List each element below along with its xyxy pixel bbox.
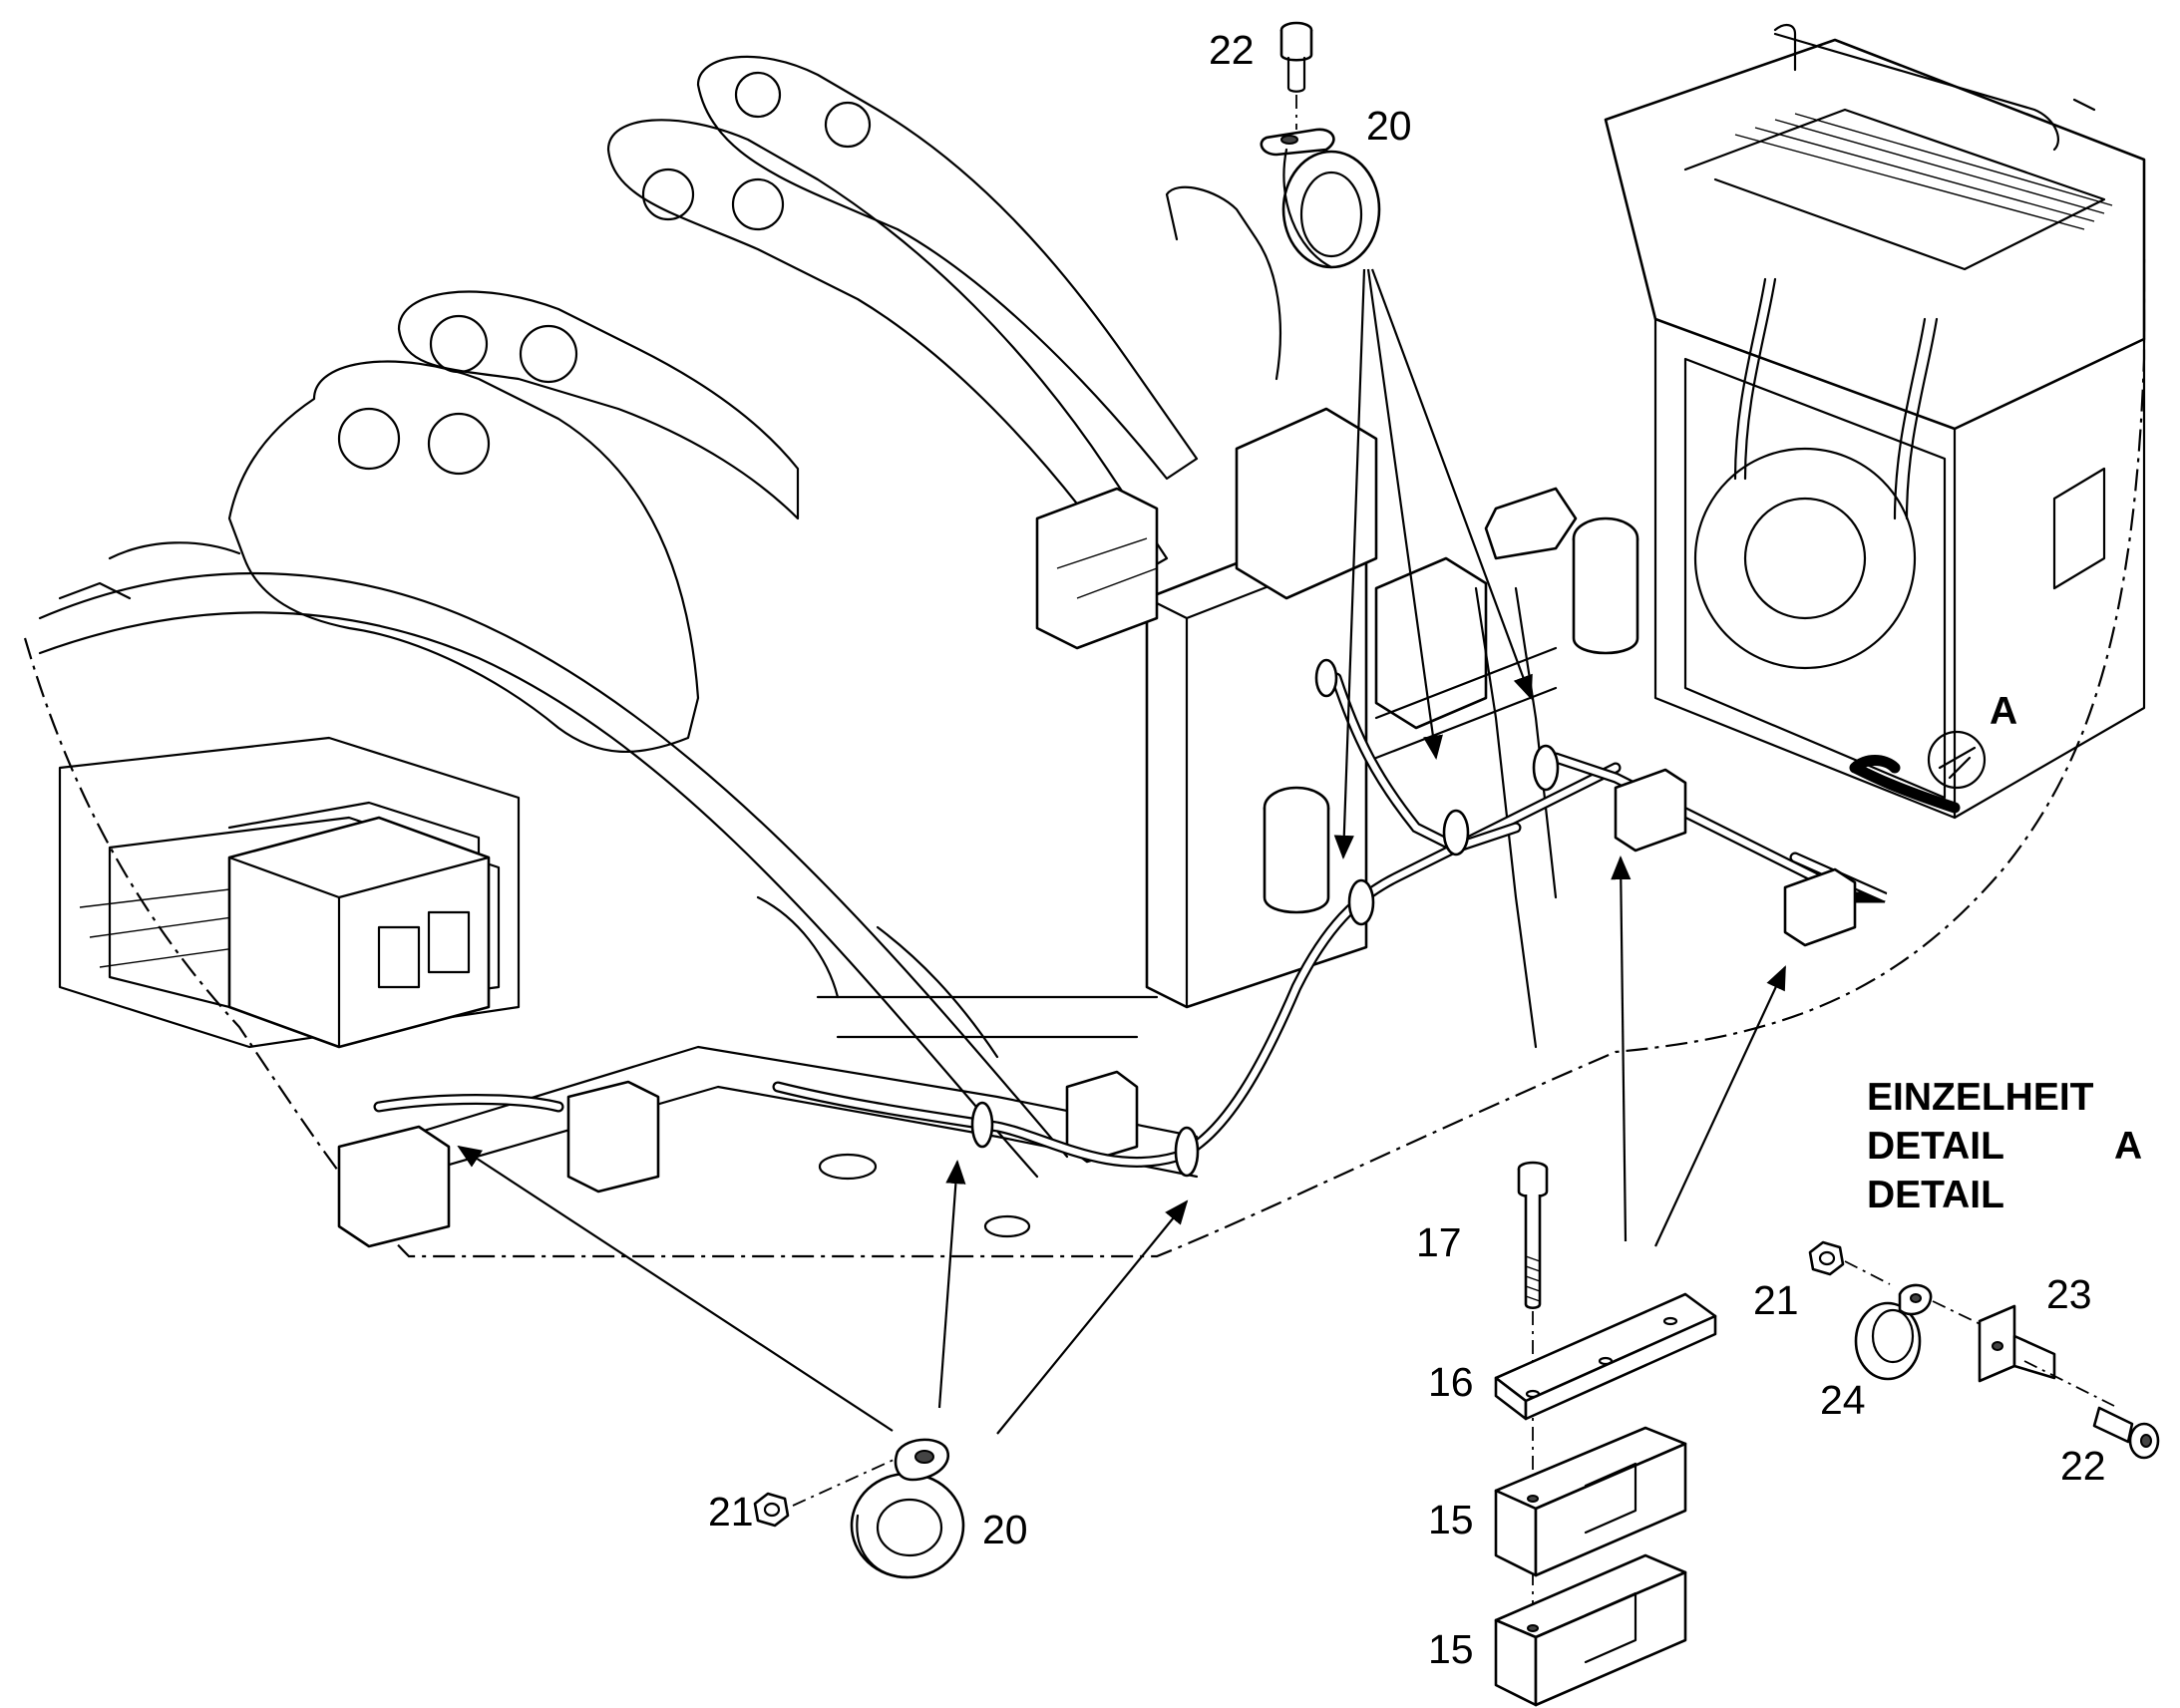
detail-title-line3: DETAIL bbox=[1867, 1174, 2004, 1216]
clamp-assembly-top bbox=[1260, 21, 1381, 269]
detail-title-line2: DETAIL bbox=[1867, 1125, 2004, 1168]
detail-a-marker bbox=[1927, 730, 1987, 790]
spacer-15-lower bbox=[1494, 1553, 1687, 1707]
detail-title-line1: EINZELHEIT bbox=[1867, 1076, 2094, 1119]
nut-21-bottom bbox=[753, 1492, 790, 1528]
detail-a-marker-label: A bbox=[1990, 690, 2017, 733]
hose-clamps bbox=[970, 658, 1560, 1178]
callout-22-detail: 22 bbox=[2060, 1443, 2106, 1489]
bolt-17 bbox=[1517, 1161, 1549, 1310]
loader-arm-frame bbox=[38, 55, 1199, 1179]
clamp-assembly-bottom bbox=[753, 1438, 965, 1579]
callout-21-detail: 21 bbox=[1753, 1277, 1799, 1323]
callout-15-lower: 15 bbox=[1428, 1626, 1474, 1672]
nut-21-detail bbox=[1808, 1240, 1845, 1276]
view-break-line bbox=[23, 259, 2146, 1258]
clamp-24-detail bbox=[1854, 1283, 1933, 1381]
callout-24-detail: 24 bbox=[1820, 1377, 1866, 1423]
callout-16: 16 bbox=[1428, 1359, 1474, 1405]
bracket-23-detail bbox=[1978, 1304, 2056, 1383]
callout-17: 17 bbox=[1416, 1219, 1462, 1265]
leader-lines bbox=[457, 268, 1786, 1435]
screw-22-top bbox=[1279, 21, 1313, 93]
chassis-frame bbox=[58, 736, 1199, 1248]
callout-23-detail: 23 bbox=[2046, 1271, 2092, 1317]
plate-16 bbox=[1494, 1292, 1717, 1421]
callout-21-bottom: 21 bbox=[708, 1489, 754, 1535]
clamp-20-top bbox=[1260, 128, 1381, 269]
spacer-15-upper bbox=[1494, 1426, 1687, 1577]
callout-15-upper: 15 bbox=[1428, 1497, 1474, 1542]
detail-title-ref: A bbox=[2114, 1125, 2142, 1168]
screw-22-detail bbox=[2092, 1406, 2160, 1460]
callout-22-top: 22 bbox=[1209, 27, 1255, 73]
spacer-stack-assembly bbox=[1494, 1161, 1717, 1707]
callout-labels: 22 20 21 20 17 16 15 15 21 23 24 22 A bbox=[708, 27, 2106, 1672]
hydraulic-valve-group bbox=[1035, 185, 1639, 1049]
detail-title-block: EINZELHEIT DETAIL A DETAIL bbox=[1867, 1076, 2142, 1216]
callout-20-bottom: 20 bbox=[982, 1507, 1028, 1552]
detail-a-assembly bbox=[1808, 1240, 2160, 1460]
spacer-block-brackets bbox=[1614, 768, 1857, 947]
clamp-20-bottom bbox=[850, 1438, 965, 1579]
radiator-assembly bbox=[1604, 24, 2146, 820]
callout-20-top: 20 bbox=[1366, 103, 1412, 149]
